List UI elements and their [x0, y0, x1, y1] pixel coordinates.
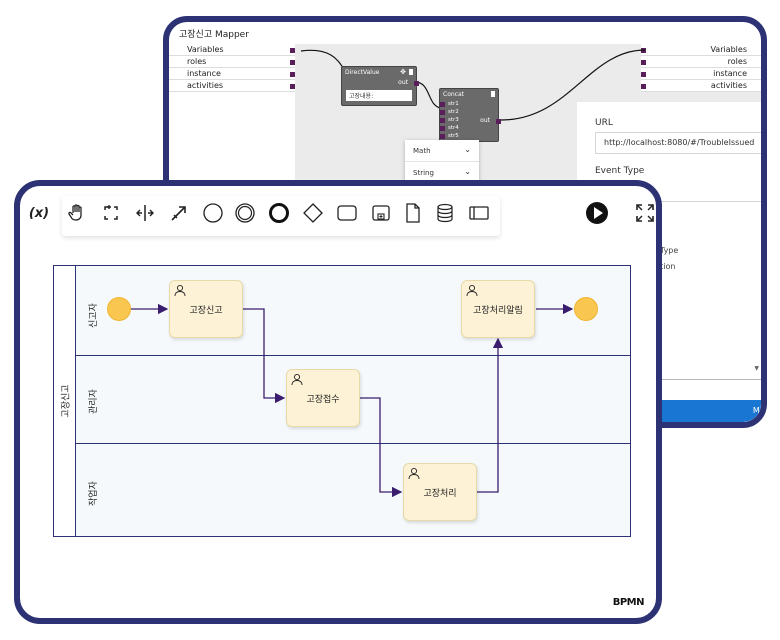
concat-node[interactable]: Concat str1 str2 str3 str4 str5 out [439, 88, 501, 142]
connect-tool-icon[interactable] [166, 200, 192, 226]
user-task-icon [466, 284, 478, 296]
node-delete-icon[interactable] [409, 69, 413, 75]
space-tool-icon[interactable] [132, 200, 158, 226]
target-variable-list: Variables roles instance activities [641, 44, 761, 92]
user-task-icon [174, 284, 186, 296]
data-store-tool-icon[interactable] [432, 200, 458, 226]
connector-port[interactable] [290, 48, 295, 53]
target-var-instance[interactable]: instance [641, 68, 761, 80]
connector-port[interactable] [641, 84, 646, 89]
event-type-input[interactable] [595, 180, 761, 202]
node-settings-icon[interactable]: ✥ [400, 68, 406, 76]
task-tool-icon[interactable] [334, 200, 360, 226]
concat-input-str5[interactable]: str5 [440, 132, 498, 140]
target-var-roles[interactable]: roles [641, 56, 761, 68]
play-icon[interactable] [586, 202, 608, 224]
start-event[interactable] [107, 297, 131, 321]
task-label: 고장처리알림 [473, 305, 523, 316]
connector-port[interactable] [290, 72, 295, 77]
lasso-tool-icon[interactable] [98, 200, 124, 226]
fullscreen-icon[interactable] [632, 200, 656, 226]
task-report[interactable]: 고장신고 [169, 280, 243, 338]
menu-item-math[interactable]: Math⌄ [405, 140, 479, 162]
property-label-fragment: ption [655, 262, 676, 271]
concat-input-str4[interactable]: str4 [440, 124, 498, 132]
task-notify[interactable]: 고장처리알림 [461, 280, 535, 338]
connector-port[interactable] [641, 72, 646, 77]
pool-tool-icon[interactable] [466, 200, 492, 226]
task-process[interactable]: 고장처리 [403, 463, 477, 521]
palette-toolbar: (x) [20, 190, 656, 236]
gateway-tool-icon[interactable] [300, 200, 326, 226]
node-title: DirectValue [345, 69, 380, 76]
direct-value-input[interactable]: 고장내용: [346, 90, 412, 101]
palette-background [62, 196, 500, 236]
flow-process-to-notify [477, 337, 504, 493]
node-title: Concat [443, 91, 464, 98]
node-delete-icon[interactable] [491, 91, 495, 97]
variables-tool-button[interactable]: (x) [28, 205, 50, 221]
task-label: 고장접수 [306, 394, 340, 405]
event-type-label: Event Type [595, 166, 645, 176]
target-var-activities[interactable]: activities [641, 80, 761, 92]
lane-worker[interactable]: 작업자 [76, 444, 630, 536]
node-output-port[interactable] [414, 81, 419, 86]
lane-reporter[interactable]: 신고자 [76, 266, 630, 356]
mapping-button[interactable]: Mappi [657, 400, 761, 422]
dropdown-arrow-icon: ▼ [754, 365, 759, 372]
property-label-fragment: eType [655, 246, 679, 255]
url-label: URL [595, 118, 613, 128]
connector-port[interactable] [290, 84, 295, 89]
source-var-variables[interactable]: Variables [169, 44, 295, 56]
task-label: 고장신고 [189, 305, 223, 316]
source-variable-list: Variables roles instance activities [169, 44, 295, 92]
start-event-tool-icon[interactable] [200, 200, 226, 226]
sequence-flows [130, 303, 574, 498]
end-event-tool-icon[interactable] [266, 200, 292, 226]
bpmn-io-logo[interactable]: BPMN [612, 597, 645, 608]
data-object-tool-icon[interactable] [400, 200, 426, 226]
task-label: 고장처리 [423, 488, 457, 499]
connector-port[interactable] [290, 60, 295, 65]
source-var-roles[interactable]: roles [169, 56, 295, 68]
flow-receive-to-process [359, 397, 403, 498]
source-var-instance[interactable]: instance [169, 68, 295, 80]
source-var-activities[interactable]: activities [169, 80, 295, 92]
connector-port[interactable] [641, 60, 646, 65]
mapper-title: 고장신고 Mapper [179, 30, 249, 40]
concat-input-str3[interactable]: str3 [440, 116, 498, 124]
flow-report-to-receive [243, 308, 286, 404]
end-event[interactable] [574, 297, 598, 321]
bpmn-modeler-window: (x) [14, 180, 662, 624]
direct-value-node[interactable]: DirectValue ✥ out 고장내용: [341, 66, 419, 106]
chevron-down-icon: ⌄ [464, 145, 471, 154]
node-output-label: out [398, 79, 408, 86]
url-input[interactable]: http://localhost:8080/#/TroubleIssued [595, 132, 761, 154]
wire [500, 49, 646, 121]
pool-header[interactable]: 고장신고 [54, 266, 76, 536]
node-output-label: out [480, 117, 490, 124]
node-output-port[interactable] [496, 119, 501, 124]
concat-input-str1[interactable]: str1 [440, 100, 498, 108]
user-task-icon [408, 467, 420, 479]
user-task-icon [291, 373, 303, 385]
hand-tool-icon[interactable] [64, 200, 90, 226]
intermediate-event-tool-icon[interactable] [232, 200, 258, 226]
chevron-down-icon: ⌄ [464, 167, 471, 176]
subprocess-tool-icon[interactable] [368, 200, 394, 226]
concat-input-str2[interactable]: str2 [440, 108, 498, 116]
task-receive[interactable]: 고장접수 [286, 369, 360, 427]
process-pool[interactable]: 고장신고 신고자 관리자 작업자 [53, 265, 631, 537]
